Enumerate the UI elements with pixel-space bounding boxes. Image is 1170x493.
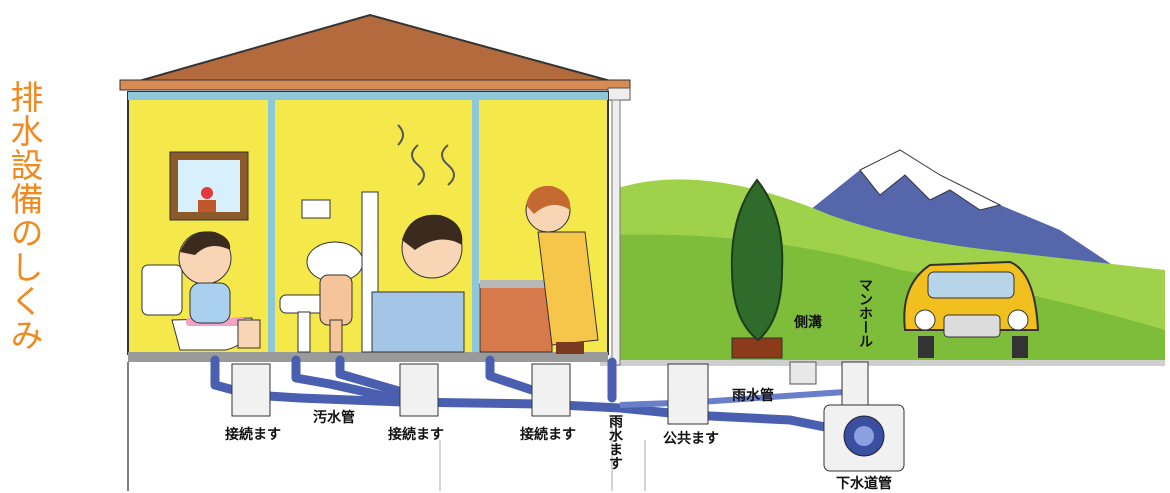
mother bbox=[525, 185, 599, 354]
label-side-ditch: 側溝 bbox=[794, 315, 822, 331]
ground bbox=[600, 360, 1165, 366]
label-public-box: 公共ます bbox=[663, 431, 719, 447]
label-connection-box-2: 接続ます bbox=[388, 427, 444, 443]
page-title: 排水設備のしくみ bbox=[5, 80, 44, 352]
side-ditch bbox=[789, 361, 817, 385]
tree bbox=[730, 178, 784, 342]
label-rainwater-box: 雨水ます bbox=[607, 414, 623, 470]
bathtub bbox=[361, 124, 465, 353]
roof bbox=[124, 13, 626, 86]
rainwater-pipe bbox=[619, 389, 846, 408]
manhole-shaft bbox=[841, 361, 869, 411]
window bbox=[169, 151, 249, 221]
connection-box-1-shape bbox=[231, 363, 271, 417]
label-sewer-main: 下水道管 bbox=[836, 476, 892, 492]
label-connection-box-1: 接続ます bbox=[225, 427, 281, 443]
downspout bbox=[611, 99, 621, 366]
connection-box-2-shape bbox=[399, 363, 439, 417]
kitchen-counter bbox=[479, 280, 553, 353]
tree-planter bbox=[731, 337, 783, 359]
partition-wall bbox=[268, 100, 275, 354]
label-manhole: マンホール bbox=[857, 278, 873, 348]
mountain-snow bbox=[859, 149, 1002, 211]
public-box-shape bbox=[667, 363, 709, 425]
car bbox=[903, 260, 1040, 358]
partition-wall bbox=[472, 100, 479, 354]
washbasin bbox=[279, 199, 331, 353]
gutter bbox=[607, 87, 631, 101]
label-connection-box-3: 接続ます bbox=[520, 427, 576, 443]
house-floor bbox=[128, 352, 608, 362]
child-washing-hair bbox=[306, 241, 364, 353]
label-rainwater-pipe: 雨水管 bbox=[732, 388, 774, 404]
roof-eave bbox=[119, 79, 631, 91]
label-sewage-pipe: 汚水管 bbox=[313, 410, 355, 426]
boy-on-toilet bbox=[178, 231, 261, 349]
connection-box-3-shape bbox=[531, 363, 571, 417]
